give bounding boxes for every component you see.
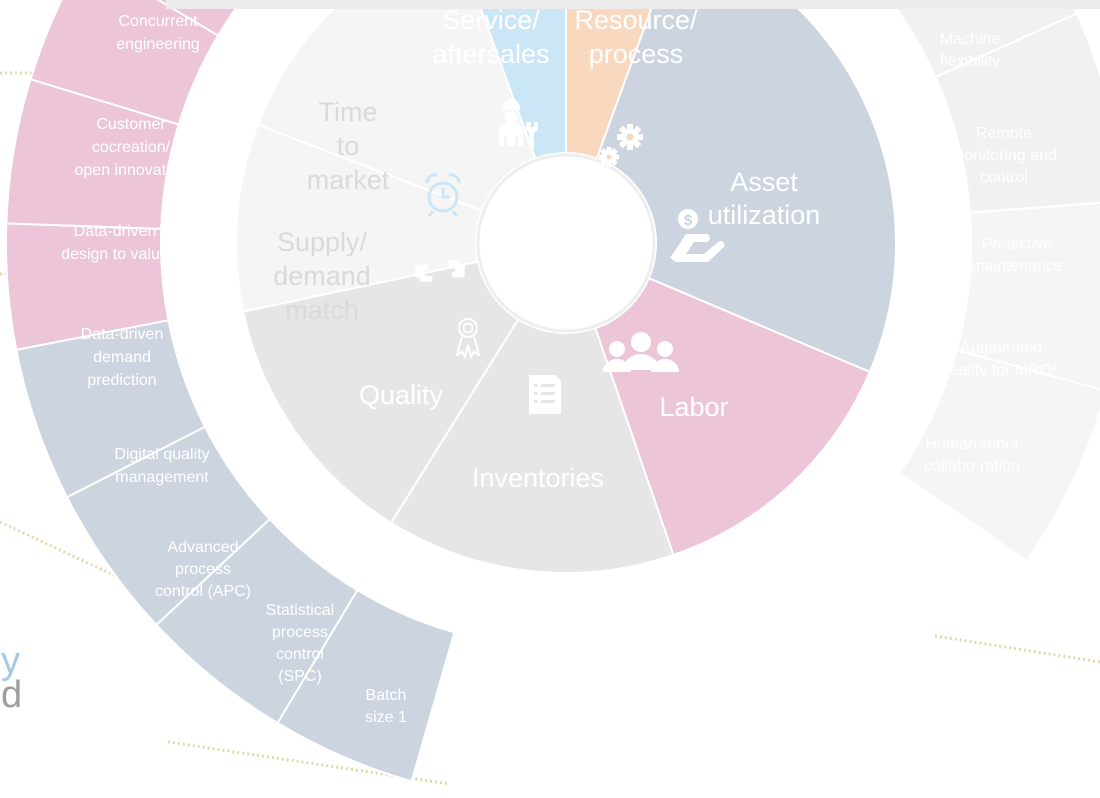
segment-human-robot[interactable] bbox=[4, 222, 170, 352]
segment-time-to-market[interactable] bbox=[256, 0, 537, 212]
arrows-icon bbox=[415, 260, 465, 282]
alarm-clock-icon bbox=[425, 173, 461, 217]
segment-resource-process[interactable] bbox=[565, 0, 679, 160]
segment-quality[interactable] bbox=[242, 260, 520, 525]
svg-text:$: $ bbox=[684, 212, 693, 229]
label-service-aftersales: Service/aftersales bbox=[432, 5, 549, 69]
segment-data-driven-design[interactable] bbox=[934, 12, 1100, 214]
label-inventories: Inventories bbox=[472, 463, 604, 493]
segment-augmented-reality[interactable] bbox=[15, 319, 207, 499]
segment-service-aftersales[interactable] bbox=[453, 0, 567, 160]
segment-data-driven-demand[interactable] bbox=[867, 0, 1079, 79]
segment-predictive-maintenance[interactable] bbox=[65, 425, 272, 627]
document-icon bbox=[529, 375, 561, 414]
label-quality: Quality bbox=[359, 380, 444, 410]
partial-text-blue: y bbox=[1, 640, 20, 682]
people-icon bbox=[603, 332, 679, 372]
label-resource-process: Resource/process bbox=[574, 5, 698, 69]
inner-ring bbox=[235, 0, 898, 574]
segment-inventories[interactable] bbox=[389, 317, 675, 574]
segment-concurrent-engineering[interactable] bbox=[898, 348, 1100, 563]
outer-ring bbox=[4, 0, 1100, 783]
top-banner-strip bbox=[166, 0, 1100, 9]
hand-coin-icon: $ bbox=[670, 209, 725, 262]
segment-machine-flexibility[interactable] bbox=[276, 588, 456, 783]
segment-customer-cocreation[interactable] bbox=[955, 201, 1100, 391]
partial-text-gray: d bbox=[1, 674, 23, 716]
center-circle bbox=[476, 153, 656, 333]
icon-layer: $ bbox=[415, 99, 725, 414]
label-labor: Labor bbox=[659, 392, 728, 422]
ribbon-icon bbox=[455, 318, 481, 360]
worker-icon bbox=[499, 99, 538, 149]
gears-icon bbox=[599, 124, 643, 167]
segment-labor-remote-monitoring[interactable] bbox=[5, 78, 180, 230]
